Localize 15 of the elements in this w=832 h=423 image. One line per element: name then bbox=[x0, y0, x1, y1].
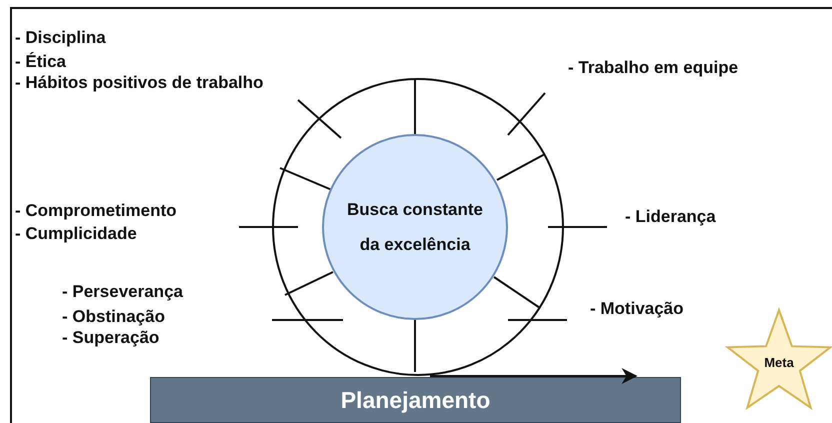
trait-label: - Comprometimento bbox=[15, 201, 176, 221]
trait-label: - Disciplina bbox=[15, 28, 106, 48]
star-label: Meta bbox=[763, 355, 795, 371]
trait-label: - Perseverança bbox=[62, 282, 183, 302]
trait-label: - Ética bbox=[15, 52, 66, 72]
trait-label: - Hábitos positivos de trabalho bbox=[15, 73, 264, 93]
trait-label: - Obstinação bbox=[62, 307, 165, 327]
trait-label: - Motivação bbox=[590, 299, 684, 319]
trait-label: - Superação bbox=[62, 328, 160, 348]
bar-label: Planejamento bbox=[340, 386, 490, 414]
planning-bar bbox=[150, 377, 681, 423]
trait-label: - Trabalho em equipe bbox=[568, 58, 738, 78]
hub-text: Busca constante da excelência bbox=[346, 199, 484, 256]
trait-label: - Liderança bbox=[625, 207, 716, 227]
trait-label: - Cumplicidade bbox=[15, 224, 137, 244]
